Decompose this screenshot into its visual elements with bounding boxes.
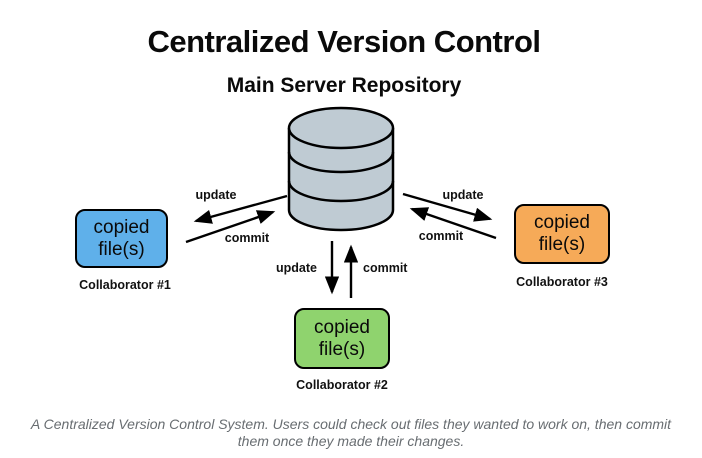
collaborator-2-label: Collaborator #2: [296, 378, 388, 392]
arrow-commit-left: [185, 210, 276, 244]
diagram-caption: A Centralized Version Control System. Us…: [0, 416, 702, 450]
copied-files-label: copied file(s): [93, 216, 150, 260]
commit-label-left: commit: [224, 231, 270, 245]
collaborator-3-label: Collaborator #3: [516, 275, 608, 289]
diagram-title: Centralized Version Control: [147, 24, 541, 59]
commit-label-center: commit: [363, 261, 408, 275]
commit-label-right: commit: [418, 229, 464, 243]
arrow-update-left: [193, 194, 288, 224]
main-server-repository-label: Main Server Repository: [226, 74, 462, 97]
caption-line-1: A Centralized Version Control System. Us…: [30, 416, 672, 432]
update-label-right: update: [442, 188, 484, 202]
arrow-update-right: [402, 192, 493, 222]
copied-files-label: copied file(s): [534, 212, 590, 255]
update-label-left: update: [195, 188, 237, 202]
update-label-center: update: [276, 261, 317, 275]
copied-files-box-collaborator-3: copied file(s): [514, 204, 610, 264]
arrow-commit-right: [409, 207, 497, 240]
caption-line-2: them once they made their changes.: [237, 433, 465, 449]
copied-files-box-collaborator-2: copied file(s): [294, 308, 390, 369]
copied-files-box-collaborator-1: copied file(s): [75, 209, 168, 268]
database-icon: [287, 106, 395, 232]
copied-files-label: copied file(s): [314, 316, 370, 360]
collaborator-1-label: Collaborator #1: [79, 278, 171, 292]
